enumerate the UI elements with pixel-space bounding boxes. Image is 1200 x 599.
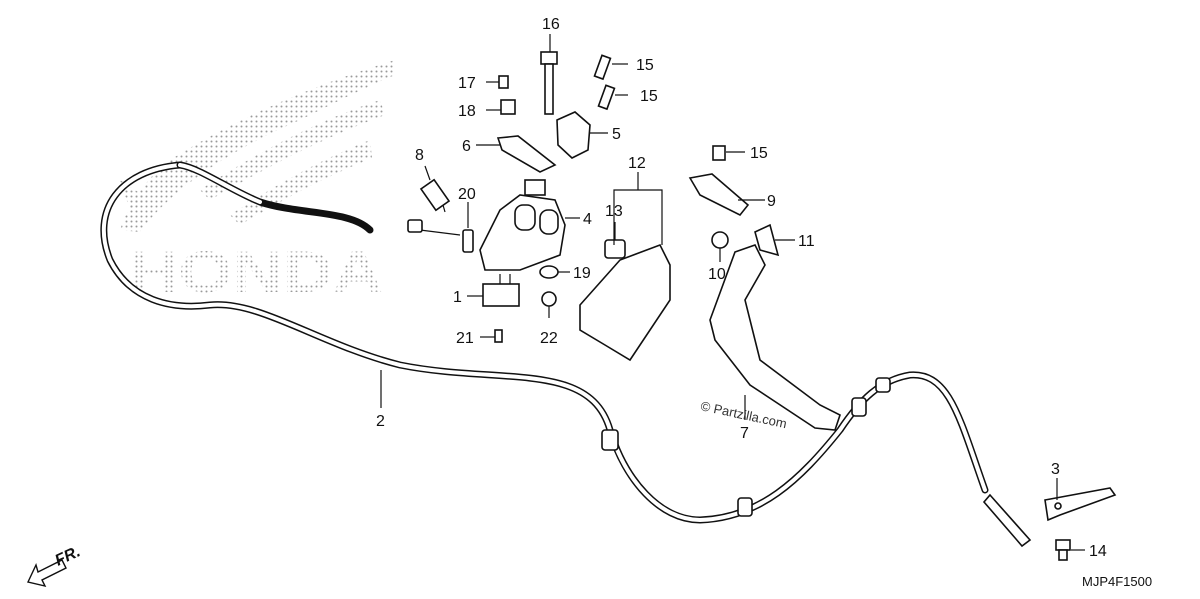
- part-19-nut: [500, 99, 516, 115]
- drawing-code: MJP4F1500: [1082, 574, 1152, 589]
- callout-12: 12: [628, 155, 646, 172]
- part-2-cable: [100, 161, 1032, 548]
- part-4-assembly: [479, 179, 566, 271]
- part-17-bolt: [540, 51, 558, 115]
- part-14-bolt: [1055, 539, 1071, 561]
- callout-10: 10: [708, 266, 726, 283]
- callout-14: 14: [1089, 543, 1107, 560]
- part-6-plate: [496, 135, 557, 173]
- part-20-grommet: [539, 265, 559, 279]
- callout-13: 13: [605, 203, 623, 220]
- callout-21: 20: [458, 186, 476, 203]
- leader-lines: [380, 34, 1085, 551]
- part-5-holder: [556, 111, 591, 159]
- callout-16: 15: [750, 145, 768, 162]
- callout-22: 21: [456, 330, 474, 347]
- front-direction-indicator: FR.: [26, 543, 84, 588]
- part-11-pad: [754, 223, 780, 257]
- callout-9: 9: [767, 193, 776, 210]
- arrow-left-icon: [26, 559, 67, 588]
- part-10-spring: [711, 231, 729, 249]
- callout-15b: 15: [640, 88, 658, 105]
- callout-1: 1: [453, 289, 462, 306]
- part-13-block: [604, 239, 626, 259]
- callout-4: 4: [583, 211, 592, 228]
- part-18-screw: [498, 75, 509, 89]
- part-15-bolt-a: [593, 54, 612, 81]
- callout-8: 8: [415, 147, 424, 164]
- part-22-screw: [494, 329, 503, 343]
- part-3-bracket: [1044, 487, 1117, 522]
- callout-15a: 15: [636, 57, 654, 74]
- callout-5: 5: [612, 126, 621, 143]
- part-1-switch: [482, 274, 520, 307]
- part-12-bracket: [579, 243, 671, 362]
- callout-18: 17: [458, 75, 476, 92]
- callout-23: 22: [540, 330, 558, 347]
- direction-label: FR.: [53, 543, 84, 569]
- callout-6: 6: [462, 138, 471, 155]
- callout-11: 11: [798, 233, 815, 250]
- part-21-coil: [462, 229, 474, 253]
- honda-logo-text: HONDA: [128, 240, 383, 305]
- callout-3: 3: [1051, 461, 1060, 478]
- part-16-screw: [712, 145, 726, 161]
- callouts: 16 15 15 17 18 5 6 8 20 4 1 21 19 22 13 …: [376, 16, 1107, 560]
- part-15-bolt-b: [597, 84, 616, 111]
- callout-20: 19: [573, 265, 591, 282]
- part-9-plate: [688, 173, 750, 217]
- callout-2: 2: [376, 413, 385, 430]
- honda-wing-logo: HONDA: [120, 60, 395, 305]
- callout-17: 16: [542, 16, 560, 33]
- part-7-lever: [709, 244, 841, 431]
- callout-19: 18: [458, 103, 476, 120]
- part-23-collar: [541, 291, 557, 307]
- callout-7: 7: [740, 425, 749, 442]
- part-8-bolt: [419, 178, 451, 213]
